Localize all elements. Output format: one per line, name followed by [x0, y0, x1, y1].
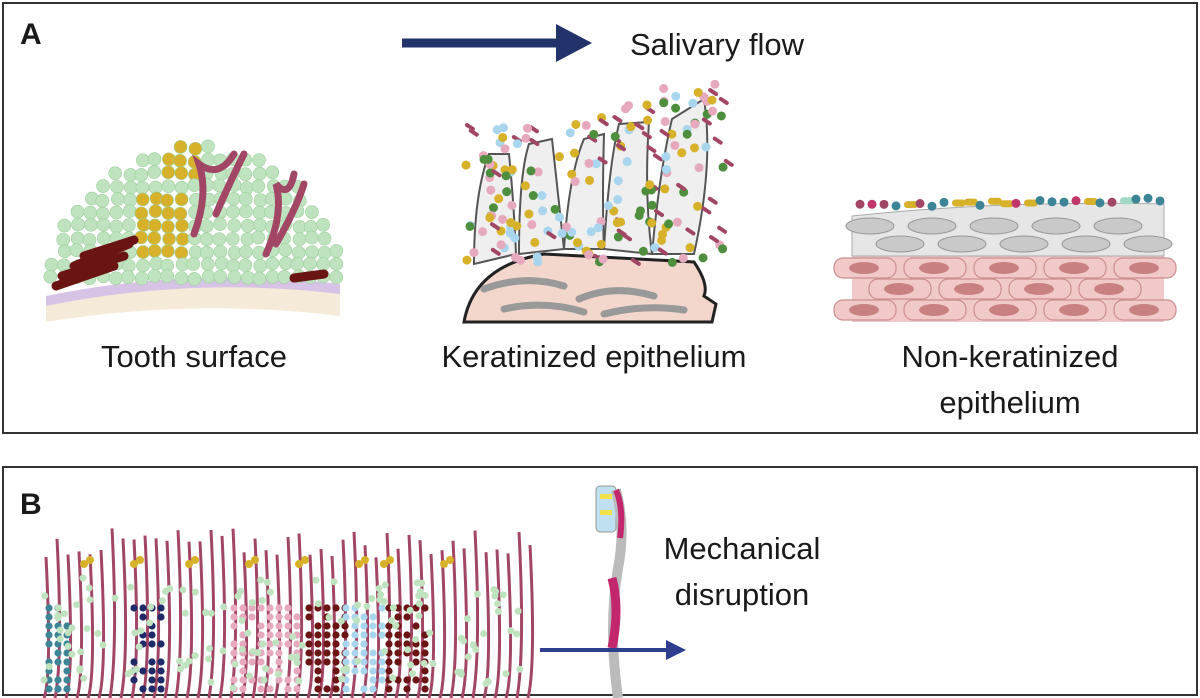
- keratinized-epithelium-illustration: [461, 79, 734, 324]
- caption-nonkeratinized-line1: Non-keratinized: [901, 339, 1119, 374]
- mechanical-disruption-label: Mechanical disruption: [644, 526, 840, 618]
- panel-b: B Mechanical disruption: [2, 466, 1198, 698]
- tooth-cocci-cluster: [43, 139, 344, 286]
- caption-nonkeratinized-line2: epithelium: [939, 385, 1081, 420]
- epithelial-cells: [833, 217, 1177, 321]
- caption-tooth-surface: Tooth surface: [100, 339, 288, 374]
- caption-keratinized-epithelium: Keratinized epithelium: [441, 339, 747, 374]
- salivary-flow-arrow: [402, 24, 592, 62]
- caption-nonkeratinized-epithelium: Non-keratinized epithelium: [860, 334, 1160, 426]
- panel-a: A Saliva: [2, 2, 1198, 434]
- salivary-flow-label: Salivary flow: [630, 27, 804, 62]
- surface-bacteria: [855, 193, 1165, 211]
- mature-biofilm: [40, 528, 535, 698]
- toothbrush-icon: [595, 485, 627, 698]
- panel-b-illustration: [40, 485, 686, 698]
- tooth-rod-bacteria: [51, 150, 329, 291]
- disruption-line2: disruption: [674, 577, 810, 612]
- panel-a-illustration: [43, 24, 1177, 324]
- disruption-arrow: [540, 640, 686, 660]
- disruption-line1: Mechanical: [663, 531, 821, 566]
- nonkeratinized-epithelium-illustration: [833, 193, 1177, 322]
- tooth-surface-illustration: [43, 139, 344, 322]
- panel-a-label: A: [20, 18, 42, 51]
- panel-b-label: B: [20, 488, 42, 521]
- keratinized-bacteria: [461, 79, 734, 267]
